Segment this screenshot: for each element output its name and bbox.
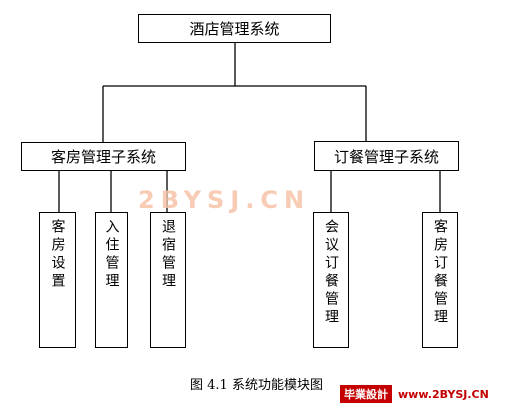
leaf-node-meeting-dining: 会议订餐管理 (313, 212, 349, 348)
leaf-label: 客房设置 (49, 219, 66, 291)
leaf-label: 退宿管理 (160, 219, 176, 291)
footer-logo: 毕業設計 www.2BYSJ.CN (340, 385, 489, 403)
footer-url: www.2BYSJ.CN (398, 387, 489, 401)
leaf-node-room-setup: 客房设置 (39, 212, 76, 348)
root-label: 酒店管理系统 (189, 20, 280, 38)
leaf-node-room-dining: 客房订餐管理 (422, 212, 458, 348)
subsystem-node-rooms: 客房管理子系统 (21, 142, 186, 171)
footer-brand: 毕業設計 (340, 385, 392, 403)
watermark: 2BYSJ.CN (138, 186, 311, 214)
figure-caption: 图 4.1 系统功能模块图 (190, 378, 323, 393)
root-node: 酒店管理系统 (138, 14, 331, 43)
leaf-node-checkin: 入住管理 (95, 212, 128, 348)
subsystem-label: 订餐管理子系统 (333, 147, 439, 166)
leaf-node-checkout: 退宿管理 (150, 212, 186, 348)
leaf-label: 客房订餐管理 (432, 219, 448, 327)
leaf-label: 入住管理 (103, 219, 120, 291)
subsystem-label: 客房管理子系统 (50, 148, 156, 166)
subsystem-node-dining: 订餐管理子系统 (314, 141, 459, 171)
leaf-label: 会议订餐管理 (323, 219, 339, 327)
